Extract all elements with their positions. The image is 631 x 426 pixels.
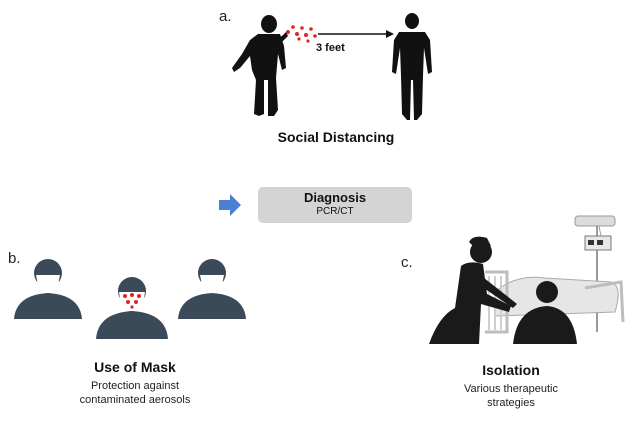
right-arrow-icon bbox=[219, 194, 241, 216]
isolation-title: Isolation bbox=[482, 362, 540, 378]
isolation-subtitle-line1: Various therapeutic bbox=[464, 383, 558, 395]
nurse-icon bbox=[429, 236, 517, 344]
arrow-head-icon bbox=[386, 30, 394, 38]
diagnosis-box: Diagnosis PCR/CT bbox=[258, 187, 412, 223]
droplets-icon bbox=[286, 25, 317, 43]
panel-a-letter: a. bbox=[219, 8, 232, 25]
use-of-mask-title: Use of Mask bbox=[94, 359, 176, 375]
social-distancing-illustration bbox=[232, 13, 432, 120]
standing-person-icon bbox=[392, 13, 432, 120]
panel-b-letter: b. bbox=[8, 250, 21, 267]
distance-label: 3 feet bbox=[316, 42, 345, 54]
patient-icon bbox=[513, 281, 577, 344]
diagnosis-subtitle: PCR/CT bbox=[316, 206, 354, 217]
masked-people-illustration bbox=[14, 259, 246, 339]
isolation-illustration bbox=[429, 215, 625, 344]
use-of-mask-subtitle-line1: Protection against bbox=[90, 380, 180, 392]
social-distancing-title: Social Distancing bbox=[277, 129, 395, 145]
masked-person-icon bbox=[14, 259, 82, 319]
use-of-mask-subtitle-line2: contaminated aerosols bbox=[79, 394, 191, 406]
coughing-person-icon bbox=[232, 15, 288, 116]
masked-person-icon bbox=[178, 259, 246, 319]
isolation-subtitle-line2: strategies bbox=[487, 397, 535, 409]
panel-c-letter: c. bbox=[401, 254, 413, 271]
medical-monitor-icon bbox=[574, 215, 616, 332]
diagnosis-title: Diagnosis bbox=[303, 190, 367, 205]
infected-masked-person-icon bbox=[96, 277, 168, 339]
